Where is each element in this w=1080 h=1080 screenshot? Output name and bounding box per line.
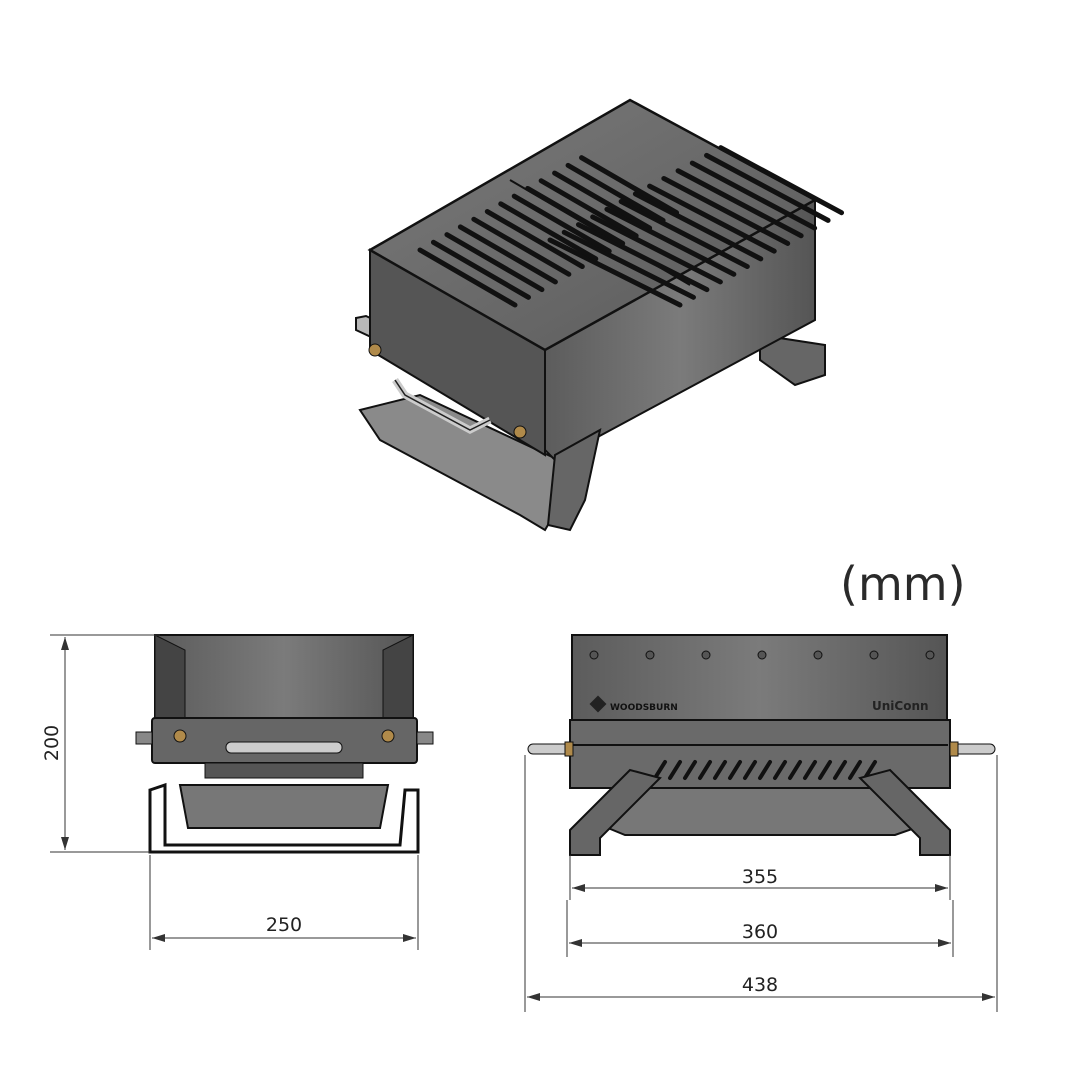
grate-slot bbox=[471, 216, 572, 277]
front-leg bbox=[546, 428, 602, 532]
grate-slot bbox=[561, 229, 696, 300]
grate-slot bbox=[661, 175, 791, 246]
right-leg bbox=[759, 333, 826, 387]
grate-slot bbox=[590, 214, 723, 285]
grate-slot bbox=[618, 199, 750, 270]
bolt-icon bbox=[701, 650, 711, 660]
depth-label: 250 bbox=[266, 914, 302, 936]
bolt-icon bbox=[925, 650, 935, 660]
grate-slot bbox=[675, 168, 804, 239]
dimension-inner-width: 355 bbox=[569, 855, 951, 900]
vent-slot bbox=[698, 760, 712, 780]
dimension-depth: 250 bbox=[149, 855, 419, 950]
grate-slot bbox=[417, 247, 518, 308]
bolt-icon bbox=[813, 650, 823, 660]
overall-width-label: 438 bbox=[742, 974, 778, 996]
grate-slot bbox=[689, 160, 818, 231]
vent-slot bbox=[833, 760, 847, 780]
units-label: (mm) bbox=[840, 557, 966, 611]
grate-slot bbox=[484, 209, 585, 270]
bolt-icon bbox=[869, 650, 879, 660]
logo-woodsburn: WOODSBURN bbox=[610, 703, 678, 713]
vent-slot bbox=[728, 760, 742, 780]
dimension-width: 360 bbox=[566, 900, 954, 957]
grate-slot bbox=[430, 239, 531, 300]
grate-slots bbox=[417, 145, 845, 308]
vent-slot bbox=[773, 760, 787, 780]
base-frame bbox=[358, 393, 582, 532]
brass-knob bbox=[368, 343, 382, 357]
grate-slot bbox=[547, 237, 683, 308]
grate-slot bbox=[444, 232, 545, 293]
inner-width-label: 355 bbox=[742, 866, 778, 888]
side-view bbox=[135, 634, 434, 854]
grate-slot bbox=[511, 193, 612, 254]
grate-slot bbox=[565, 162, 666, 223]
grate-slot bbox=[538, 178, 639, 239]
bolt-icon bbox=[645, 650, 655, 660]
dimension-overall-width: 438 bbox=[524, 755, 998, 1012]
bolt-icon bbox=[589, 650, 599, 660]
vent-slot bbox=[713, 760, 727, 780]
grate-slot bbox=[457, 224, 558, 285]
vent-slot bbox=[743, 760, 757, 780]
brass-knob bbox=[513, 425, 527, 439]
vent-slot bbox=[803, 760, 817, 780]
vent-slot bbox=[758, 760, 772, 780]
grate-slot bbox=[552, 170, 653, 231]
vent-slot bbox=[653, 760, 667, 780]
bolt-icon bbox=[757, 650, 767, 660]
grate-slot bbox=[498, 201, 599, 262]
dimension-height: 200 bbox=[41, 634, 160, 853]
grate-slot bbox=[525, 185, 626, 246]
grate-slot bbox=[704, 152, 831, 223]
vent-slot bbox=[818, 760, 832, 780]
front-view: WOODSBURN UniConn bbox=[527, 634, 996, 856]
grate-slot bbox=[604, 206, 737, 277]
grate-slot bbox=[718, 145, 845, 216]
grate-slot bbox=[632, 191, 764, 262]
grate-slot bbox=[647, 183, 777, 254]
height-label: 200 bbox=[41, 725, 63, 761]
vent-slot bbox=[788, 760, 802, 780]
logo-uniconn: UniConn bbox=[872, 699, 929, 713]
vent-slot bbox=[848, 760, 862, 780]
vent-slot bbox=[683, 760, 697, 780]
grate-slot bbox=[575, 222, 710, 293]
width-label: 360 bbox=[742, 921, 778, 943]
isometric-view bbox=[355, 98, 845, 532]
vent-slot bbox=[668, 760, 682, 780]
grate-slot bbox=[579, 155, 680, 216]
